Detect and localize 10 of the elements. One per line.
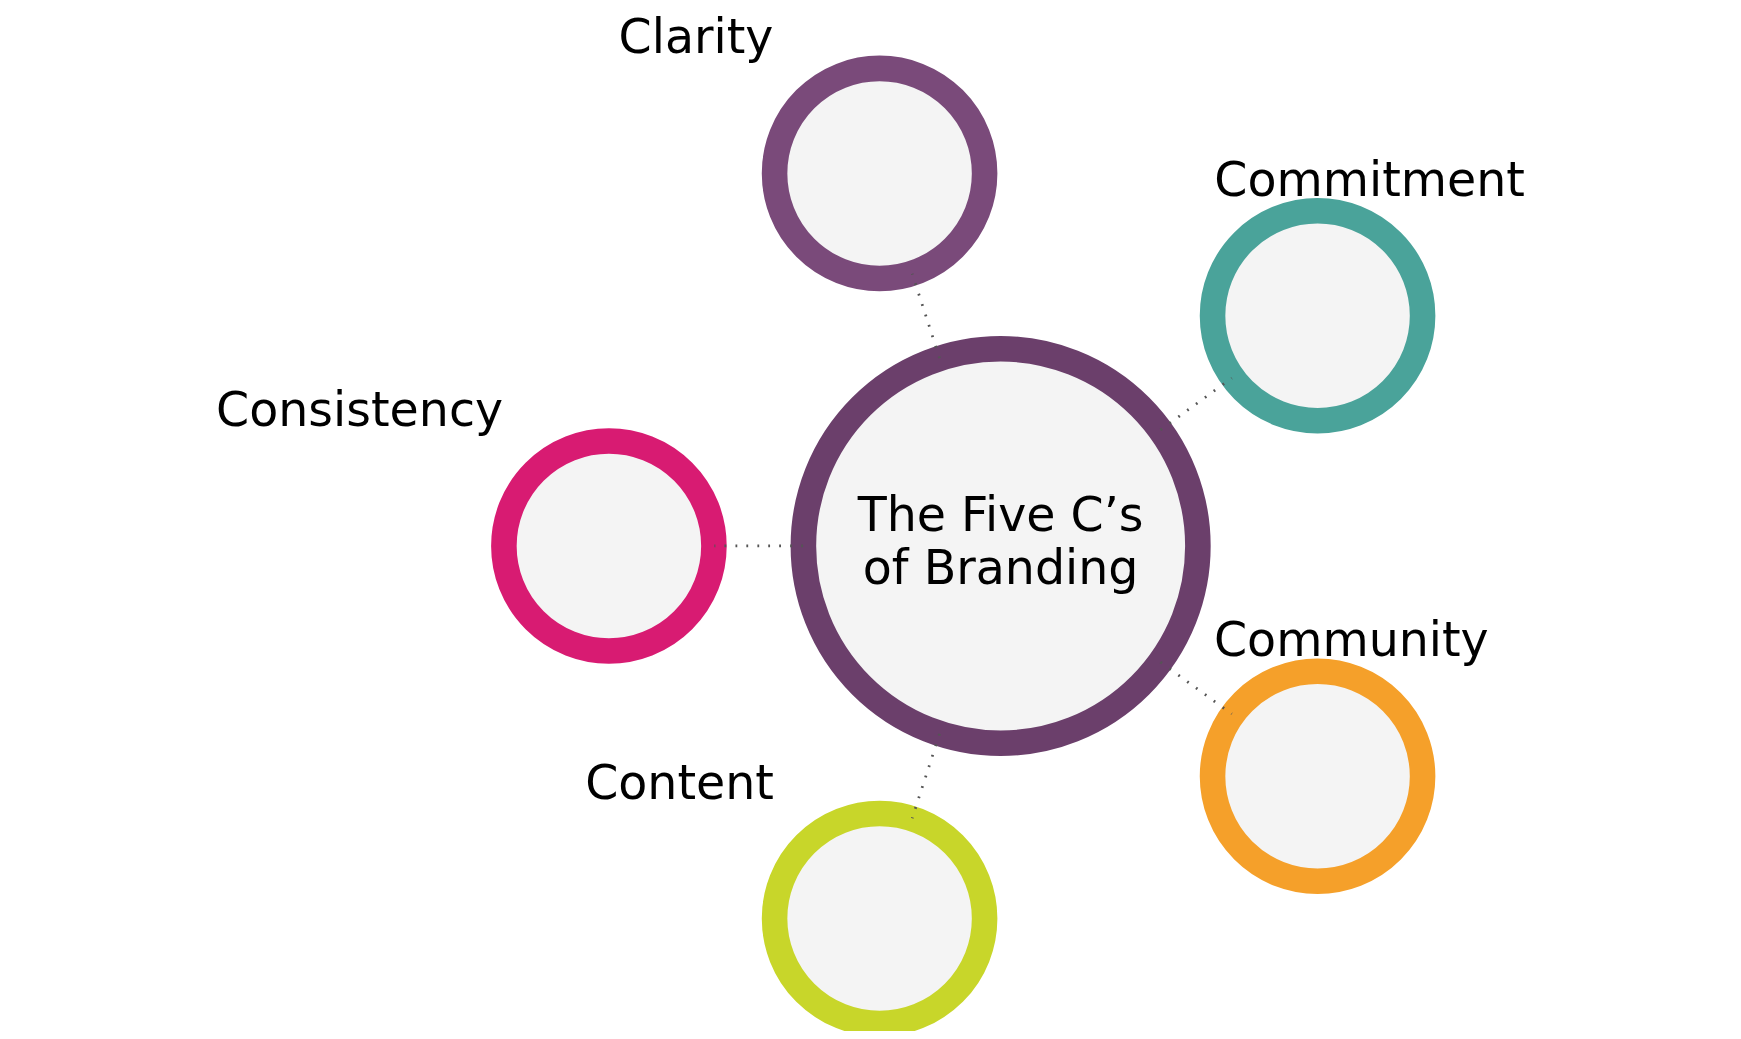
node-label: Clarity (618, 9, 773, 65)
connector (910, 733, 941, 819)
node-circle (1199, 197, 1435, 434)
node-label: Commitment (1213, 151, 1525, 207)
node-label: Consistency (215, 381, 503, 437)
node-circle (761, 800, 997, 1031)
node-label: Content (584, 754, 774, 810)
node-label: Community (1213, 612, 1489, 668)
connector (910, 273, 941, 359)
node-circle: The Five C’s of Branding (790, 335, 1211, 757)
